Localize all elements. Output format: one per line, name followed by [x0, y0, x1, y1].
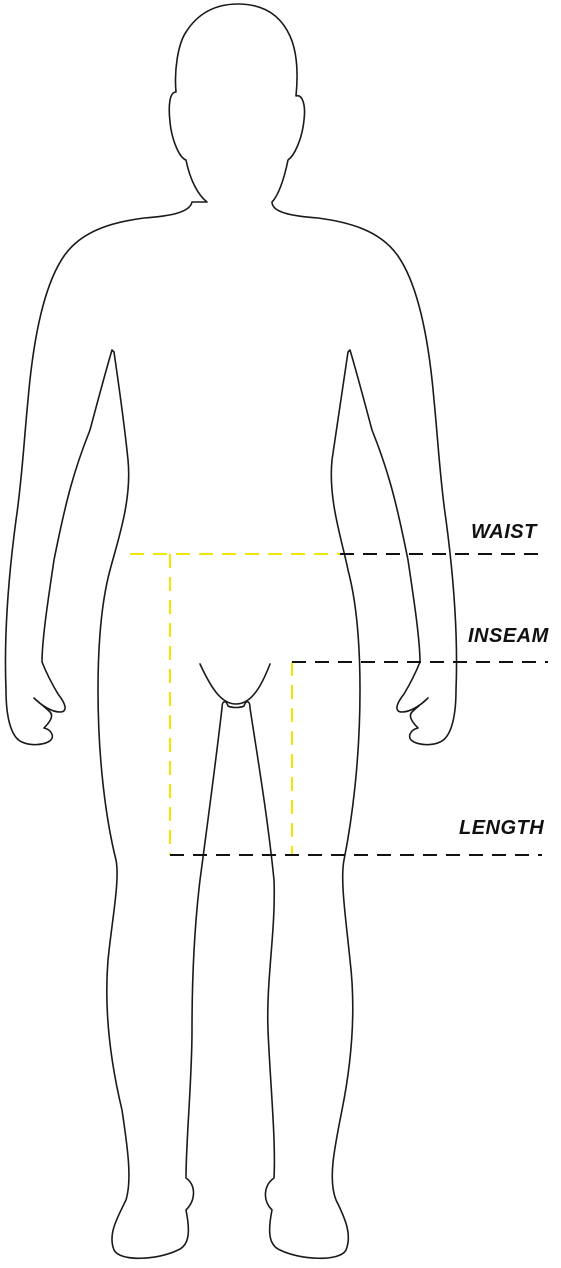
length-label: LENGTH [459, 817, 544, 840]
body-path [5, 4, 456, 1258]
human-silhouette [5, 4, 456, 1258]
waist-label: WAIST [471, 521, 537, 544]
inseam-label: INSEAM [468, 625, 549, 648]
crotch-detail [200, 664, 270, 704]
